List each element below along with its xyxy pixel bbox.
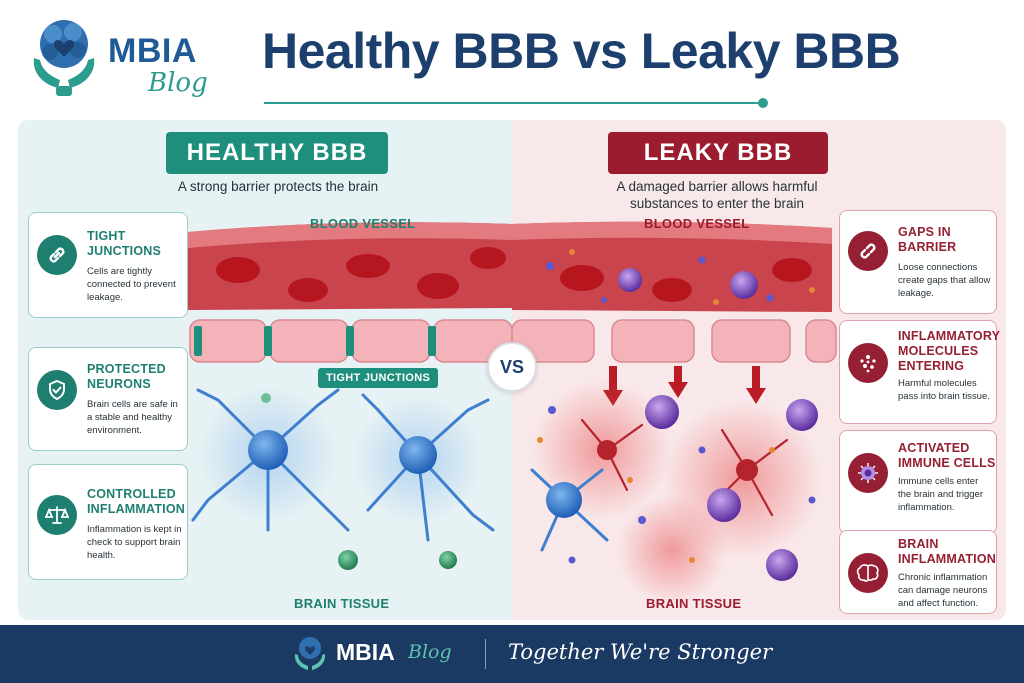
chain-link-icon	[37, 235, 77, 275]
card-body: Harmful molecules pass into brain tissue…	[898, 378, 990, 402]
card-title: GAPS IN BARRIER	[898, 225, 957, 254]
healthy-panel: HEALTHY BBB A strong barrier protects th…	[18, 120, 512, 620]
footer-brand-sub: Blog	[408, 641, 452, 663]
card-title: INFLAMMATORY MOLECULES ENTERING	[898, 329, 1000, 373]
logo-title: MBIA	[108, 32, 197, 70]
card-controlled-inflammation: CONTROLLED INFLAMMATION Inflammation is …	[28, 464, 188, 580]
card-protected-neurons: PROTECTED NEURONS Brain cells are safe i…	[28, 347, 188, 451]
card-title: BRAIN INFLAMMATION	[898, 537, 996, 566]
leaky-scene-illustration	[512, 221, 837, 605]
leaky-badge: LEAKY BBB	[608, 132, 828, 174]
card-body: Brain cells are safe in a stable and hea…	[87, 399, 178, 436]
healthy-subtitle: A strong barrier protects the brain	[177, 179, 379, 194]
leaky-panel: LEAKY BBB A damaged barrier allows harmf…	[512, 120, 1006, 620]
brand-logo: MBIA Blog	[28, 14, 228, 106]
footer-tagline: Together We're Stronger	[508, 640, 773, 664]
card-brain-inflammation: BRAIN INFLAMMATION Chronic inflammation …	[839, 530, 997, 614]
tight-junctions-tag: TIGHT JUNCTIONS	[318, 368, 439, 388]
card-title: TIGHT JUNCTIONS	[87, 229, 162, 258]
balance-scale-icon	[37, 495, 77, 535]
card-title: ACTIVATED IMMUNE CELLS	[898, 441, 996, 470]
page-title: Healthy BBB vs Leaky BBB	[262, 23, 901, 79]
footer: MBIA Blog Together We're Stronger	[0, 625, 1024, 683]
card-body: Inflammation is kept in check to support…	[87, 524, 182, 561]
healthy-scene-illustration	[188, 222, 512, 570]
card-gaps-in-barrier: GAPS IN BARRIER Loose connections create…	[839, 210, 997, 314]
molecules-icon	[848, 343, 888, 383]
card-inflammatory-molecules: INFLAMMATORY MOLECULES ENTERING Harmful …	[839, 320, 1000, 424]
leaky-subtitle: A damaged barrier allows harmful substan…	[616, 179, 818, 211]
card-body: Chronic inflammation can damage neurons …	[898, 572, 988, 609]
immune-cell-icon	[848, 453, 888, 493]
card-title: PROTECTED NEURONS	[87, 362, 166, 391]
healthy-tissue-label: BRAIN TISSUE	[294, 596, 390, 611]
card-body: Loose connections create gaps that allow…	[898, 262, 991, 299]
leaky-tissue-label: BRAIN TISSUE	[646, 596, 742, 611]
logo-subtitle: Blog	[148, 68, 208, 98]
title-underline-dot	[758, 98, 768, 108]
card-tight-junctions: TIGHT JUNCTIONS Cells are tightly connec…	[28, 212, 188, 318]
leaky-vessel-label: BLOOD VESSEL	[644, 216, 750, 231]
brain-icon	[848, 553, 888, 593]
broken-link-icon	[848, 231, 888, 271]
shield-check-icon	[37, 370, 77, 410]
card-body: Immune cells enter the brain and trigger…	[898, 476, 984, 513]
title-underline	[264, 102, 762, 104]
card-title: CONTROLLED INFLAMMATION	[87, 487, 185, 516]
healthy-vessel-label: BLOOD VESSEL	[310, 216, 416, 231]
brain-hands-logo-icon	[294, 637, 326, 670]
card-body: Cells are tightly connected to prevent l…	[87, 266, 176, 303]
brain-hands-logo-icon	[33, 20, 95, 96]
footer-divider	[485, 639, 486, 669]
healthy-badge: HEALTHY BBB	[166, 132, 388, 174]
vs-badge: VS	[487, 342, 537, 392]
footer-brand: MBIA	[336, 639, 395, 665]
card-activated-immune-cells: ACTIVATED IMMUNE CELLS Immune cells ente…	[839, 430, 997, 534]
